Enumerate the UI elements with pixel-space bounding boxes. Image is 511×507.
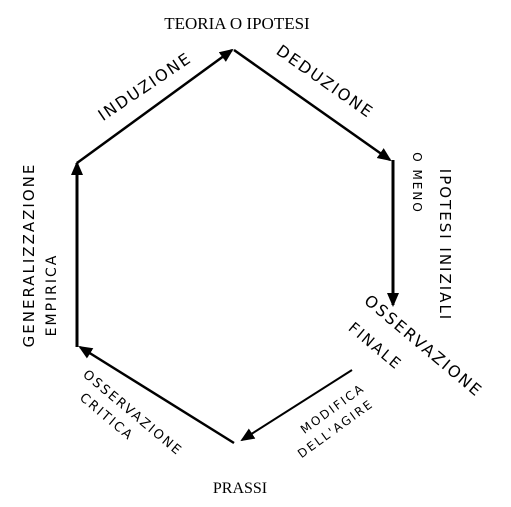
generalizzazione-label-line2: EMPIRICA bbox=[44, 254, 60, 337]
deduzione-label: DEDUZIONE bbox=[273, 41, 378, 122]
edge-critica-arrow bbox=[78, 345, 235, 445]
edge-modifica-arrow bbox=[240, 369, 353, 442]
ipotesi-label-line1: IPOTESI INIZIALI bbox=[436, 169, 454, 321]
edge-deduzione-arrow bbox=[233, 48, 392, 162]
node-top-label: TEORIA O IPOTESI bbox=[164, 14, 310, 33]
node-bottom-label: PRASSI bbox=[213, 480, 267, 497]
generalizzazione-label-line1: GENERALIZZAZIONE bbox=[20, 163, 38, 348]
ipotesi-label-line2: O MENO bbox=[410, 152, 424, 214]
edge-induzione-arrow bbox=[76, 48, 234, 165]
